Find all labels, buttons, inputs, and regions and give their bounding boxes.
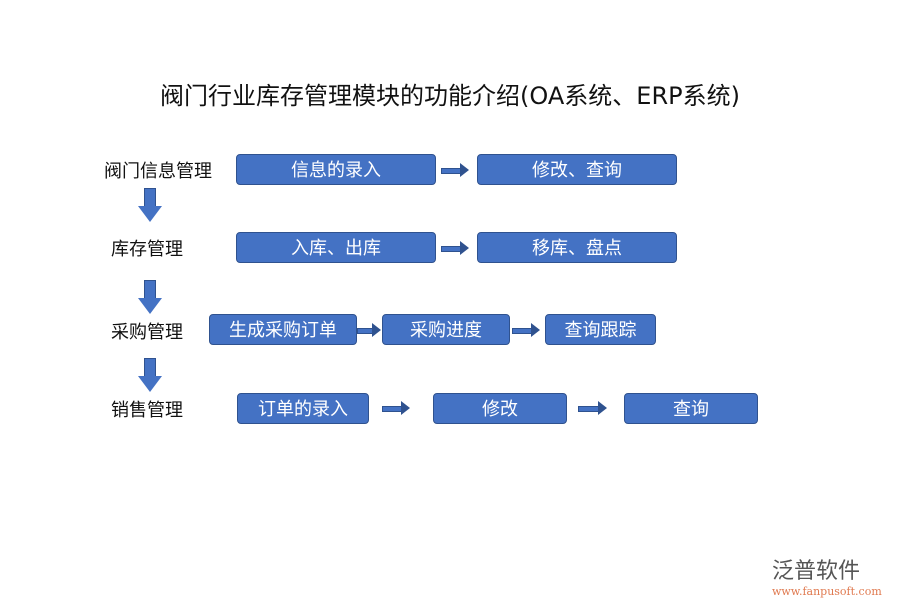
label-sales: 销售管理 <box>111 400 183 421</box>
arrow-down-icon <box>138 188 162 222</box>
logo-name: 泛普软件 <box>772 559 861 584</box>
step-purchase-progress: 采购进度 <box>382 314 510 345</box>
arrow-right-icon <box>512 323 540 337</box>
label-inventory: 库存管理 <box>111 239 183 260</box>
step-query: 查询 <box>624 393 758 424</box>
step-modify-query: 修改、查询 <box>477 154 677 185</box>
step-create-po: 生成采购订单 <box>209 314 357 345</box>
arrow-down-icon <box>138 358 162 392</box>
label-purchase: 采购管理 <box>111 322 183 343</box>
step-modify: 修改 <box>433 393 567 424</box>
arrow-right-icon <box>441 241 469 255</box>
brand-logo: 泛普软件 www.fanpusoft.com <box>772 553 882 598</box>
step-order-entry: 订单的录入 <box>237 393 369 424</box>
step-info-entry: 信息的录入 <box>236 154 436 185</box>
arrow-down-icon <box>138 280 162 314</box>
label-valve-info: 阀门信息管理 <box>104 161 212 182</box>
arrow-right-icon <box>357 323 381 337</box>
arrow-right-icon <box>382 401 410 415</box>
step-query-track: 查询跟踪 <box>545 314 656 345</box>
step-in-out: 入库、出库 <box>236 232 436 263</box>
step-move-check: 移库、盘点 <box>477 232 677 263</box>
arrow-right-icon <box>578 401 607 415</box>
logo-url: www.fanpusoft.com <box>772 585 882 598</box>
diagram-title: 阀门行业库存管理模块的功能介绍(OA系统、ERP系统) <box>160 82 740 110</box>
arrow-right-icon <box>441 163 469 177</box>
